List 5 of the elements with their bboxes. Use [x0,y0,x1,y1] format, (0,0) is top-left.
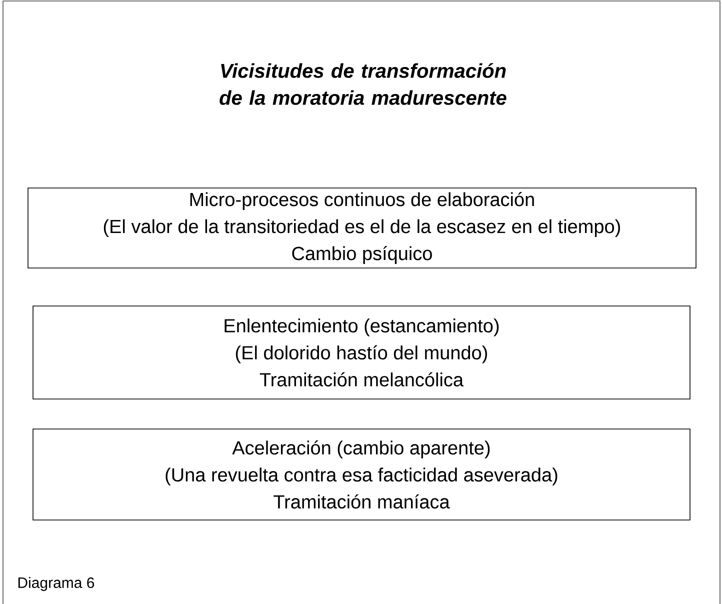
text-box: Enlentecimiento (estancamiento) (El dolorido hastío del mundo) Tramitación melancólica [32,306,690,400]
text-box: Micro-procesos continuos de elaboración (El valor de la transitoriedad es el de la escasez en el tiempo) Cambio psíquico [28,188,696,268]
text-box: Aceleración (cambio aparente) (Una revuelta contra esa facticidad aseverada) Tramitación maníaca [32,428,690,520]
title: Vicisitudes de transformación de la moratoria madurescente [220,63,506,105]
diagram-label: Diagrama 6 [18,577,94,591]
